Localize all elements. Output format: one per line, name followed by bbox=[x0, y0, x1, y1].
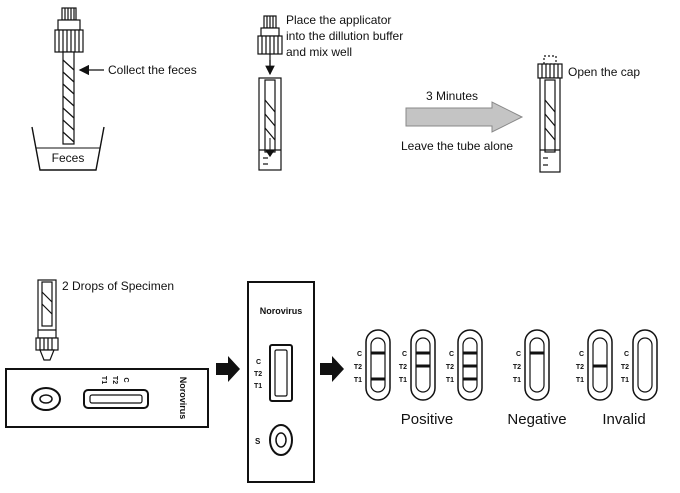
applicator-cap bbox=[54, 7, 84, 53]
band-line-t1 bbox=[371, 377, 385, 381]
band-label: C bbox=[516, 351, 521, 358]
open-cap-label: Open the cap bbox=[568, 65, 640, 79]
wait-arrow bbox=[405, 101, 524, 133]
dropper-tube bbox=[35, 279, 59, 361]
band-label: T1 bbox=[399, 377, 407, 384]
band-label: C bbox=[624, 351, 629, 358]
step-arrow-1 bbox=[216, 356, 240, 382]
band-label: T2 bbox=[576, 364, 584, 371]
wait-instruction: Leave the tube alone bbox=[401, 139, 513, 153]
result-card-window bbox=[529, 337, 545, 393]
drops-label: 2 Drops of Specimen bbox=[62, 279, 174, 293]
band-label: T2 bbox=[354, 364, 362, 371]
band-line-t2 bbox=[463, 364, 477, 368]
band-label: T1 bbox=[576, 377, 584, 384]
band-label: T1 bbox=[621, 377, 629, 384]
band-label: T2 bbox=[513, 364, 521, 371]
step2-mix: Place the applicator into the dillution … bbox=[257, 13, 407, 171]
cassette-horizontal: T1 T2 C Norovirus bbox=[5, 368, 209, 428]
applicator-cap bbox=[257, 15, 283, 55]
mix-instruction-line: Place the applicator bbox=[286, 13, 391, 27]
step1-collect: Collect the feces Feces bbox=[31, 7, 197, 171]
band-line-t2 bbox=[416, 364, 430, 368]
band-label-t2: T2 bbox=[254, 371, 262, 378]
band-label: T1 bbox=[354, 377, 362, 384]
wait-time-label: 3 Minutes bbox=[426, 89, 478, 103]
band-label: T2 bbox=[446, 364, 454, 371]
cassette-vertical: Norovirus C T2 T1 S bbox=[247, 281, 315, 483]
band-line-c bbox=[371, 351, 385, 355]
band-label: C bbox=[357, 351, 362, 358]
sample-well-label: S bbox=[255, 437, 261, 446]
invalid-label: Invalid bbox=[602, 411, 645, 428]
band-label-t1: T1 bbox=[254, 383, 262, 390]
mix-instruction: Place the applicator into the dillution … bbox=[286, 13, 407, 59]
band-line-t1 bbox=[463, 377, 477, 381]
buffer-tube bbox=[258, 77, 282, 171]
band-label-c: C bbox=[122, 377, 129, 382]
step-arrow-2 bbox=[320, 356, 344, 382]
open-tube bbox=[537, 55, 563, 173]
band-line-c bbox=[463, 351, 477, 355]
band-label-c: C bbox=[256, 359, 261, 366]
applicator-stick bbox=[62, 51, 75, 145]
cup-label: Feces bbox=[52, 151, 85, 165]
collect-label: Collect the feces bbox=[108, 63, 197, 77]
mix-instruction-line: and mix well bbox=[286, 45, 352, 59]
band-label: C bbox=[402, 351, 407, 358]
band-label-t2: T2 bbox=[111, 376, 118, 384]
band-line-c bbox=[530, 351, 544, 355]
result-card-window bbox=[637, 337, 653, 393]
band-line-c bbox=[416, 351, 430, 355]
step4-apply: 2 Drops of Specimen T1 T2 C Norovirus bbox=[5, 279, 209, 428]
band-label: C bbox=[449, 351, 454, 358]
band-line-t2 bbox=[593, 364, 607, 368]
cassette-name-rotated: Norovirus bbox=[178, 377, 188, 420]
step3-open: Open the cap bbox=[537, 55, 640, 173]
band-label: T2 bbox=[399, 364, 407, 371]
negative-label: Negative bbox=[507, 411, 566, 428]
band-label-t1: T1 bbox=[100, 376, 107, 384]
result-card-window bbox=[370, 337, 386, 393]
band-label: T1 bbox=[513, 377, 521, 384]
positive-label: Positive bbox=[401, 411, 454, 428]
mix-instruction-line: into the dillution buffer bbox=[286, 29, 403, 43]
band-label: C bbox=[579, 351, 584, 358]
wait-step: 3 Minutes Leave the tube alone bbox=[401, 89, 524, 153]
band-label: T2 bbox=[621, 364, 629, 371]
band-label: T1 bbox=[446, 377, 454, 384]
cassette-name: Norovirus bbox=[260, 306, 303, 316]
